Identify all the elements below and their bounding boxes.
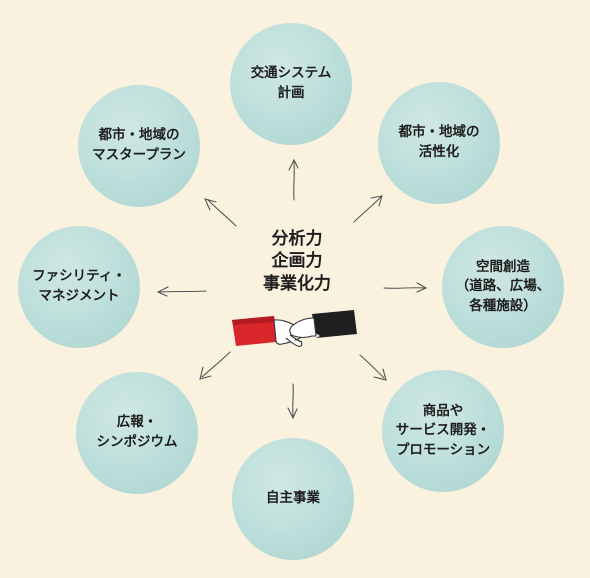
node-pr-symposium: 広報・ シンポジウム (76, 372, 198, 494)
center-label: 分析力 企画力 事業化力 (263, 229, 331, 294)
node-own-business: 自主事業 (232, 438, 354, 560)
node-space-creation: 空間創造 （道路、広場、 各種施設） (442, 226, 564, 348)
arrow-to-space (383, 282, 428, 293)
arrow-to-revitalization (353, 195, 383, 223)
arrow-to-master-plan (204, 198, 237, 227)
arrow-to-products (359, 354, 387, 381)
handshake-icon (232, 310, 357, 347)
arrow-to-own-business (287, 383, 298, 420)
arrow-to-traffic (288, 158, 299, 201)
node-traffic-system: 交通システム 計画 (230, 23, 352, 145)
node-master-plan: 都市・地域の マスタープラン (78, 85, 200, 207)
node-facility-management: ファシリティ・ マネジメント (18, 226, 140, 348)
arrow-to-facility (156, 286, 207, 297)
node-revitalization: 都市・地域の 活性化 (378, 82, 500, 204)
arrow-to-pr (199, 351, 231, 380)
node-product-service: 商品や サービス開発・ プロモーション (382, 370, 504, 492)
